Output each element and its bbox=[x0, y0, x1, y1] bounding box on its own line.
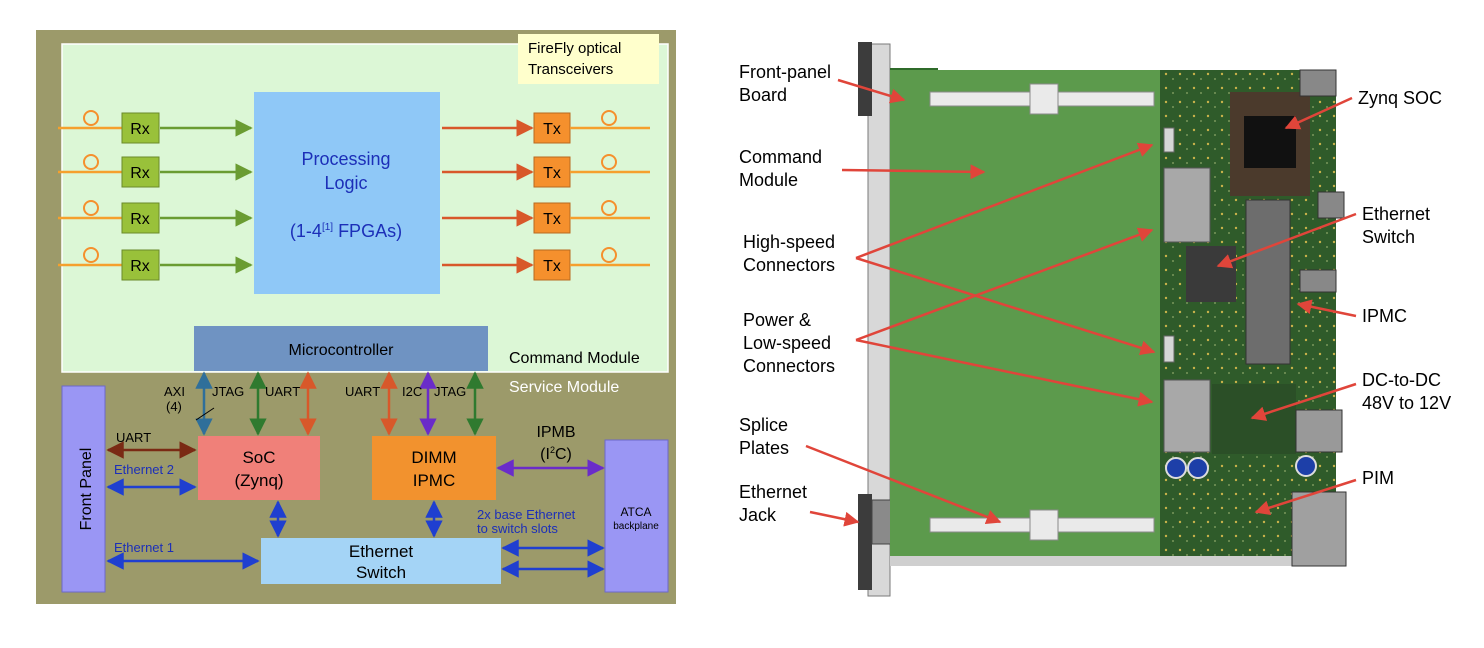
high-speed-label-1: High-speed bbox=[743, 232, 835, 252]
connector-4 bbox=[1164, 380, 1210, 452]
board-photo: Front-panel Board Command Module High-sp… bbox=[739, 42, 1451, 596]
command-module-pcb bbox=[890, 70, 1170, 560]
jtag-soc-label: JTAG bbox=[212, 384, 244, 399]
block-diagram: FireFly optical Transceivers Processing … bbox=[36, 30, 676, 604]
switch-label-line1: Ethernet bbox=[349, 542, 414, 561]
front-panel-board-label-1: Front-panel bbox=[739, 62, 831, 82]
capacitor-1 bbox=[1166, 458, 1186, 478]
connector-1 bbox=[1164, 128, 1174, 152]
power-label-3: Connectors bbox=[743, 356, 835, 376]
i2c-dimm-label: I2C bbox=[402, 384, 422, 399]
dc-dc-label-1: DC-to-DC bbox=[1362, 370, 1441, 390]
zynq-soc-chip bbox=[1244, 116, 1296, 168]
ethernet-switch-label-1: Ethernet bbox=[1362, 204, 1430, 224]
capacitor-2 bbox=[1188, 458, 1208, 478]
rx-label-4: Rx bbox=[130, 258, 150, 275]
side-connector-2 bbox=[1318, 192, 1344, 218]
tx-label-2: Tx bbox=[543, 165, 561, 182]
tx-label-1: Tx bbox=[543, 121, 561, 138]
command-module-label: Command Module bbox=[509, 350, 640, 367]
uart-dimm-label: UART bbox=[345, 384, 380, 399]
ipmb-label-line2: (I2C) bbox=[540, 445, 572, 463]
jtag-dimm-label: JTAG bbox=[434, 384, 466, 399]
board-bottom-edge bbox=[890, 556, 1336, 566]
rx-label-3: Rx bbox=[130, 211, 150, 228]
firefly-title-line1: FireFly optical bbox=[528, 40, 621, 57]
ethernet2-label: Ethernet 2 bbox=[114, 462, 174, 477]
pim-connector bbox=[1292, 492, 1346, 566]
rx-label-1: Rx bbox=[130, 121, 150, 138]
splice-bracket-1 bbox=[1030, 84, 1058, 114]
side-connector-4 bbox=[1296, 410, 1342, 452]
ethernet1-label: Ethernet 1 bbox=[114, 540, 174, 555]
fpga-count: (1-4[1] FPGAs) bbox=[290, 221, 402, 241]
front-panel-label: Front Panel bbox=[78, 448, 95, 531]
ethernet-jack-label-2: Jack bbox=[739, 505, 777, 525]
tx-label-4: Tx bbox=[543, 258, 561, 275]
top-handle bbox=[858, 42, 872, 116]
high-speed-label-2: Connectors bbox=[743, 255, 835, 275]
side-connector-1 bbox=[1300, 70, 1336, 96]
base-ethernet-label-line1: 2x base Ethernet bbox=[477, 507, 576, 522]
pim-label: PIM bbox=[1362, 468, 1394, 488]
splice-label-1: Splice bbox=[739, 415, 788, 435]
splice-bracket-2 bbox=[1030, 510, 1058, 540]
dimm-ipmc-block bbox=[372, 436, 496, 500]
ethernet-switch-chip bbox=[1186, 246, 1236, 302]
processing-line1: Processing bbox=[301, 149, 390, 169]
processing-line2: Logic bbox=[324, 173, 367, 193]
side-connector-3 bbox=[1300, 270, 1336, 292]
ipmc-label: IPMC bbox=[1362, 306, 1407, 326]
dimm-label-line1: DIMM bbox=[411, 448, 456, 467]
axi-label-line1: AXI bbox=[164, 384, 185, 399]
atca-label-line1: ATCA bbox=[620, 505, 651, 519]
front-panel-board-label-2: Board bbox=[739, 85, 787, 105]
capacitor-3 bbox=[1296, 456, 1316, 476]
soc-label-line1: SoC bbox=[242, 448, 275, 467]
connector-2 bbox=[1164, 168, 1210, 242]
rx-label-2: Rx bbox=[130, 165, 150, 182]
dc-dc-area bbox=[1212, 384, 1296, 454]
power-label-1: Power & bbox=[743, 310, 811, 330]
bottom-handle bbox=[858, 494, 872, 590]
processing-logic-block bbox=[254, 92, 440, 294]
command-module-label-2: Module bbox=[739, 170, 798, 190]
service-module-label: Service Module bbox=[509, 379, 619, 396]
power-label-2: Low-speed bbox=[743, 333, 831, 353]
splice-label-2: Plates bbox=[739, 438, 789, 458]
soc-label-line2: (Zynq) bbox=[234, 471, 283, 490]
tx-label-3: Tx bbox=[543, 211, 561, 228]
microcontroller-label: Microcontroller bbox=[289, 342, 395, 359]
uart-soc-label: UART bbox=[265, 384, 300, 399]
zynq-soc-label: Zynq SOC bbox=[1358, 88, 1442, 108]
base-ethernet-label-line2: to switch slots bbox=[477, 521, 558, 536]
soc-block bbox=[198, 436, 320, 500]
ipmc-dimm bbox=[1246, 200, 1290, 364]
ipmb-label-line1: IPMB bbox=[536, 424, 575, 441]
switch-label-line2: Switch bbox=[356, 563, 406, 582]
connector-3 bbox=[1164, 336, 1174, 362]
atca-label-line2: backplane bbox=[613, 521, 659, 532]
ethernet-switch-label-2: Switch bbox=[1362, 227, 1415, 247]
arrow-ethernet-jack bbox=[810, 512, 858, 522]
dimm-label-line2: IPMC bbox=[413, 471, 456, 490]
firefly-title-line2: Transceivers bbox=[528, 61, 613, 78]
uart-front-label: UART bbox=[116, 430, 151, 445]
axi-label-line2: (4) bbox=[166, 399, 182, 414]
dc-dc-label-2: 48V to 12V bbox=[1362, 393, 1451, 413]
command-module-label-1: Command bbox=[739, 147, 822, 167]
ethernet-jack-label-1: Ethernet bbox=[739, 482, 807, 502]
